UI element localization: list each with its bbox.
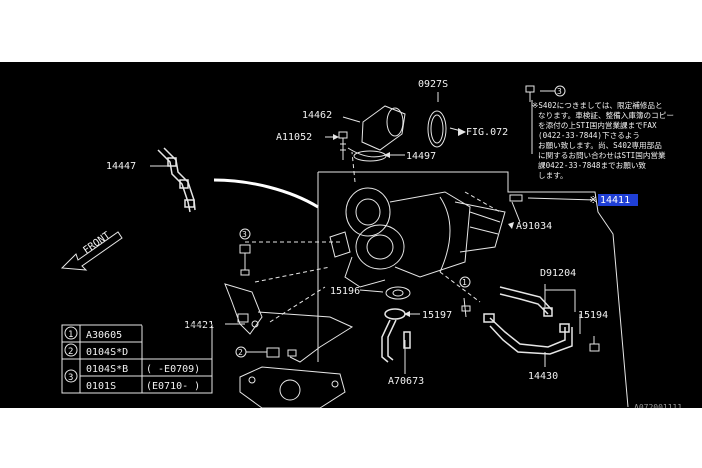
corner-code: A072001111 [634, 403, 683, 408]
callout-3-left-num: 3 [242, 230, 247, 239]
legend-num-1-icon [64, 326, 78, 340]
front-arrow [60, 231, 123, 271]
fig-arrow-head [458, 128, 466, 136]
legend-part-3: 0104S*B [86, 364, 128, 375]
legend-num-3-icon [64, 369, 78, 383]
dash-line-3 [269, 286, 326, 323]
clamp-0927s [427, 110, 447, 148]
hose-curve [213, 178, 319, 209]
label-14462: 14462 [302, 110, 332, 121]
callout-3-left [239, 228, 251, 240]
leader-14462 [342, 116, 361, 123]
label-14497: 14497 [406, 151, 436, 162]
legend-num-2: 2 [68, 347, 73, 357]
callout-3-top-num: 3 [557, 87, 562, 96]
callout-2-num: 2 [238, 348, 243, 357]
nut-2 [266, 347, 297, 358]
front-label: FRONT [81, 230, 112, 256]
label-0927s: 0927S [418, 79, 448, 90]
label-d91204: D91204 [540, 268, 576, 279]
flange-bottom [239, 366, 346, 409]
legend-range-3: ( -E0709) [146, 364, 200, 375]
dash-line-5 [351, 151, 356, 183]
note-line-6: 課0422-33-7848までお願い致 [538, 160, 646, 170]
label-14411: 14411 [600, 195, 630, 206]
oil-pipe-a70673 [381, 308, 411, 363]
highlight-14411 [598, 194, 638, 206]
note-line-7: します。 [538, 171, 568, 180]
bracket-14421 [224, 283, 354, 363]
legend-table [61, 324, 213, 394]
leader-a91034 [511, 201, 521, 223]
legend-range-4: (E0710- ) [146, 381, 200, 392]
14497-arrow-head [384, 152, 390, 158]
label-a70673: A70673 [388, 376, 424, 387]
bolt-3 [239, 244, 251, 276]
s402-note: ※S402につきましては、限定補修品と なります。車検証、整備入庫簿のコピー を… [532, 100, 674, 180]
callout-1 [459, 276, 471, 288]
assembly-frame [318, 171, 629, 408]
bolt-15194 [589, 336, 600, 352]
parts-diagram: FRONT 0927S 14462 A11052 FIG.072 14497 1… [0, 62, 702, 409]
bolt-1 [461, 297, 471, 318]
bolt-3-top [525, 85, 535, 102]
note-line-1: なります。車検証、整備入庫簿のコピー [538, 110, 674, 120]
gasket-15196-inner [392, 289, 404, 297]
a91034-arrow-head [508, 222, 514, 229]
note-line-4: お願い致します。尚、S402専用部品 [538, 140, 662, 150]
label-a11052: A11052 [276, 132, 312, 143]
label-a91034: A91034 [516, 221, 552, 232]
pipe-14447 [157, 147, 196, 213]
label-asterisk: ※ [589, 195, 597, 206]
legend-part-2: 0104S*D [86, 347, 128, 358]
dash-line-6 [439, 271, 481, 303]
legend-part-1: A30605 [86, 330, 122, 341]
bolt-a11052 [338, 131, 348, 160]
leader-15196 [359, 289, 384, 293]
legend-num-3: 3 [68, 373, 73, 383]
intake-duct-14462 [347, 105, 406, 162]
leader-14411 [527, 197, 596, 201]
legend-num-2-icon [64, 343, 78, 357]
dash-line-2 [254, 266, 331, 283]
label-fig072: FIG.072 [466, 127, 508, 138]
note-line-3: (0422-33-7844)下さるよう [538, 131, 640, 140]
bolt-a91034 [509, 194, 523, 202]
label-15196: 15196 [330, 286, 360, 297]
label-14447: 14447 [106, 161, 136, 172]
label-15197: 15197 [422, 310, 452, 321]
diagram-canvas: FRONT 0927S 14462 A11052 FIG.072 14497 1… [60, 79, 674, 409]
note-line-0: ※S402につきましては、限定補修品と [532, 100, 663, 110]
turbocharger-illustration [329, 187, 506, 288]
callout-1-num: 1 [462, 278, 467, 287]
note-line-5: に関するお問い合わせはSTI国内営業 [538, 150, 666, 160]
a11052-arrow-head [333, 134, 339, 140]
legend-part-4: 0101S [86, 381, 116, 392]
water-pipe-14430 [483, 286, 573, 355]
note-line-2: を添付の上STI国内営業課までFAX [538, 120, 657, 130]
leader-d91204 [544, 284, 576, 312]
gasket-15196 [385, 286, 411, 300]
label-14430: 14430 [528, 371, 558, 382]
legend-num-1: 1 [68, 330, 73, 340]
label-15194: 15194 [578, 310, 608, 321]
15197-arrow-head [404, 311, 410, 317]
